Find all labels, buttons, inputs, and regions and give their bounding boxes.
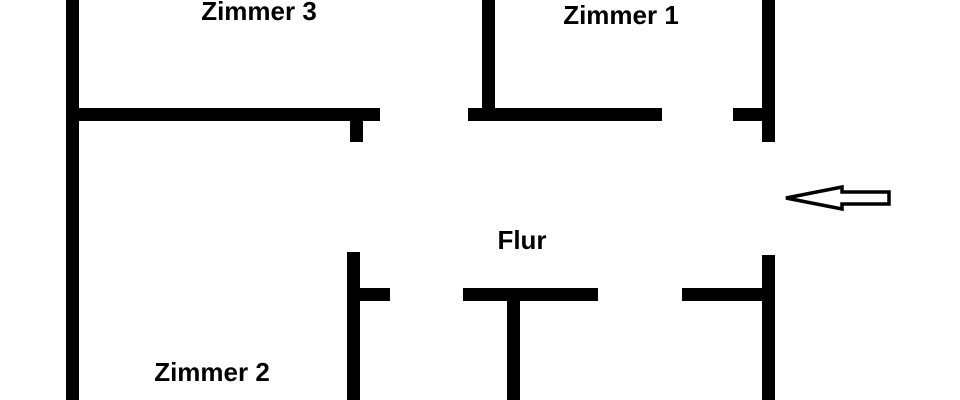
direction-arrow-left [785,184,891,212]
zimmer2-right-wall [347,252,360,400]
zimmer3-door-jamb [350,120,363,142]
room-label-zimmer-1: Zimmer 1 [563,0,679,30]
hall-bottom-wall-right [682,288,764,301]
room-label-zimmer-3: Zimmer 3 [201,0,317,26]
hall-bottom-wall-left [463,288,598,301]
zimmer3-bottom-wall [66,108,380,121]
outer-left-wall [66,0,79,400]
room-label-zimmer-2: Zimmer 2 [154,357,270,387]
zimmer1-left-wall [482,0,495,110]
zimmer2-door-stub [360,288,390,301]
hall-bottom-t-stem [507,300,520,400]
hall-right-bottom-wall [762,255,775,400]
hall-top-right-wall [762,0,775,142]
zimmer1-door-stub [733,108,764,121]
zimmer1-bottom-wall [468,108,662,121]
room-label-flur: Flur [497,225,547,255]
